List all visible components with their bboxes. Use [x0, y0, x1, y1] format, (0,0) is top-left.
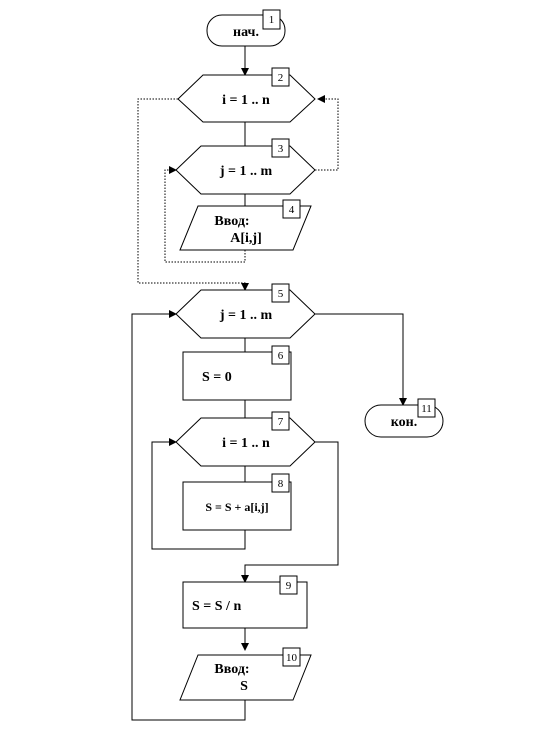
block-4-line1: Ввод: — [214, 214, 249, 229]
io-parallelogram — [179, 654, 312, 701]
block-5-number-box — [271, 283, 290, 303]
block-2-number: 2 — [278, 72, 284, 84]
block-8-process: S = S + a[i,j] 8 — [182, 473, 292, 531]
connector-8-loop-to-7 — [151, 438, 246, 550]
block-10-line1: Ввод: — [214, 662, 249, 677]
block-11-number-box — [417, 398, 436, 418]
block-2-loop-i: i = 1 .. n 2 — [177, 67, 316, 123]
block-2-text: i = 1 .. n — [222, 93, 270, 108]
connectors — [131, 46, 407, 721]
block-1-number-box — [262, 9, 281, 30]
block-6-text: S = 0 — [202, 370, 232, 385]
block-6-process: S = 0 6 — [182, 345, 292, 401]
block-5-loop-j: j = 1 .. m 5 — [175, 283, 316, 339]
block-6-number: 6 — [278, 350, 284, 362]
block-10-output: Ввод: S 10 — [179, 647, 312, 701]
loop-hexagon — [177, 74, 316, 123]
block-11-number: 11 — [421, 403, 432, 415]
block-1-text: нач. — [233, 25, 259, 40]
block-5-text: j = 1 .. m — [219, 308, 273, 323]
block-7-number-box — [271, 411, 290, 431]
block-10-number-box — [282, 647, 301, 667]
block-7-number: 7 — [278, 416, 284, 428]
block-9-process: S = S / n 9 — [182, 575, 308, 629]
block-1-number: 1 — [269, 14, 275, 26]
connector-3-loop-to-2 — [315, 95, 339, 171]
connector-2-exit-to-5 — [137, 98, 249, 291]
block-3-number: 3 — [278, 143, 284, 155]
loop-hexagon — [175, 145, 316, 195]
block-10-line2: S — [240, 679, 248, 694]
block-3-text: j = 1 .. m — [219, 164, 273, 179]
block-11-text: кон. — [391, 415, 417, 430]
block-3-number-box — [271, 138, 290, 158]
block-11-end: кон. 11 — [364, 398, 444, 438]
block-4-input: Ввод: A[i,j] 4 — [179, 199, 312, 251]
block-4-number: 4 — [289, 204, 295, 216]
block-7-text: i = 1 .. n — [222, 436, 270, 451]
block-4-line2: A[i,j] — [230, 231, 262, 246]
block-8-number-box — [271, 473, 290, 493]
block-7-loop-i: i = 1 .. n 7 — [175, 411, 316, 467]
block-9-number-box — [279, 575, 298, 595]
block-9-number: 9 — [286, 580, 292, 592]
block-1-start: нач. 1 — [206, 9, 286, 47]
connector-7-exit-to-9 — [241, 441, 339, 583]
block-6-number-box — [271, 345, 290, 365]
block-10-number: 10 — [286, 652, 298, 664]
block-5-number: 5 — [278, 288, 284, 300]
block-8-number: 8 — [278, 478, 284, 490]
block-4-number-box — [282, 199, 301, 219]
block-8-text: S = S + a[i,j] — [205, 500, 268, 514]
block-2-number-box — [271, 67, 290, 87]
connector-10-loop-to-5 — [131, 310, 246, 721]
block-3-loop-j: j = 1 .. m 3 — [175, 138, 316, 195]
connector-5-exit-to-11 — [315, 313, 407, 406]
block-9-text: S = S / n — [192, 599, 241, 614]
io-parallelogram — [179, 205, 312, 251]
